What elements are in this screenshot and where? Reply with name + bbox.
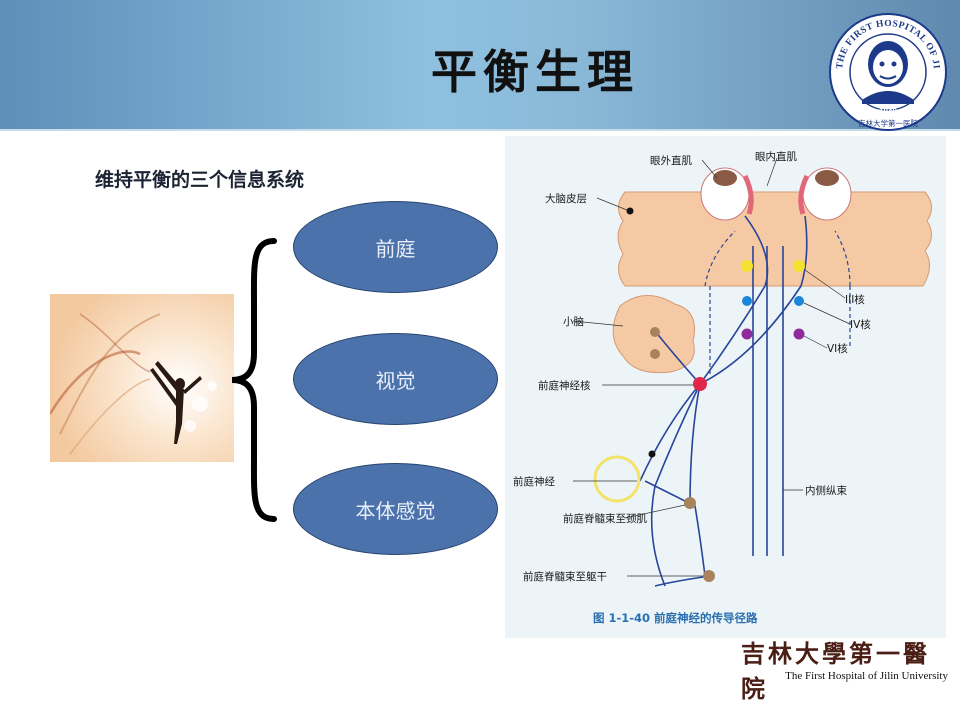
nucleus-6-left: [741, 328, 753, 340]
label-cerebellum: 小脑: [563, 315, 584, 328]
footer-brand-en: The First Hospital of Jilin University: [785, 670, 948, 682]
label-spinal-trunk: 前庭脊髓束至躯干: [523, 570, 607, 583]
section-subtitle: 维持平衡的三个信息系统: [95, 169, 305, 191]
label-nucleus-3: III核: [845, 293, 865, 306]
slide-title: 平衡生理: [431, 45, 639, 99]
system-label: 本体感觉: [355, 498, 436, 523]
right-eye: [798, 167, 852, 221]
system-visual: 视觉: [293, 333, 498, 425]
nucleus-3-left: [741, 260, 753, 272]
figure-caption: 图 1-1-40 前庭神经的传导径路: [593, 611, 758, 625]
pathway-lines: [639, 215, 808, 587]
vestibular-organ: [593, 455, 641, 503]
nucleus-3-right: [793, 260, 805, 272]
nucleus-4-right: [794, 296, 804, 306]
logo-portrait: [862, 41, 914, 104]
logo-ring-cn: 吉林大学第一医院: [858, 118, 918, 128]
vestibular-pathway-figure: 眼外直肌 眼内直肌 大脑皮层 小脑 前庭神经核 前庭神经 前庭脊髓束至颈肌 前庭…: [505, 136, 946, 638]
label-lateral-rectus: 眼外直肌: [650, 154, 692, 167]
dancer-image: [50, 294, 234, 462]
vestibular-nucleus-marker: [693, 377, 707, 391]
footer-brand-cn: 吉林大學第一醫院: [741, 639, 930, 703]
label-nucleus-6: VI核: [827, 342, 848, 355]
cortex-region: [617, 191, 932, 287]
label-cortex: 大脑皮层: [545, 192, 587, 205]
label-medial-rectus: 眼内直肌: [755, 150, 797, 163]
nucleus-6-right: [793, 328, 805, 340]
label-nucleus-4: IV核: [850, 318, 871, 331]
nucleus-4-left: [742, 296, 752, 306]
system-label: 前庭: [375, 236, 416, 261]
label-mlf: 内侧纵束: [805, 484, 847, 497]
label-vestibular-nucleus: 前庭神经核: [538, 379, 591, 392]
label-vestibular-nerve: 前庭神经: [513, 475, 555, 488]
system-label: 视觉: [375, 368, 416, 393]
logo-year: 1949: [879, 107, 897, 116]
header-divider: [0, 129, 960, 131]
system-proprioception: 本体感觉: [293, 463, 498, 555]
left-eye: [700, 167, 754, 221]
hospital-logo: THE FIRST HOSPITAL OF JILIN UNIVERSITY 1…: [828, 12, 947, 131]
label-spinal-cervical: 前庭脊髓束至颈肌: [563, 512, 647, 525]
system-vestibular: 前庭: [293, 201, 498, 293]
header-band: [0, 0, 960, 130]
grouping-brace: [231, 238, 277, 522]
